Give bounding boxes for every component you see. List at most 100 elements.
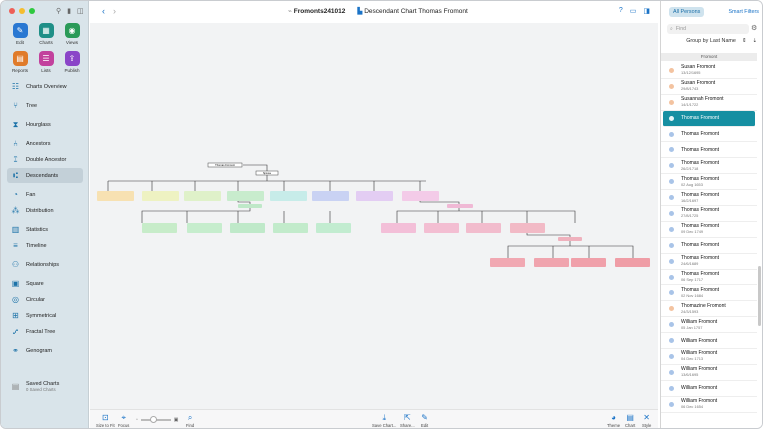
grandchild-box-3[interactable]	[230, 223, 265, 233]
grandchild-spouse-box-1[interactable]	[238, 204, 262, 208]
child-box-4[interactable]	[227, 191, 264, 201]
tool-publish[interactable]: ⇪Publish	[59, 51, 85, 73]
great-grandchild-box-2[interactable]	[534, 258, 569, 267]
great-grandchild-box-3[interactable]	[571, 258, 606, 267]
scrollbar-thumb[interactable]	[758, 266, 761, 326]
child-box-1[interactable]	[97, 191, 134, 201]
sidebar-item-relationships[interactable]: ⚇Relationships	[7, 257, 83, 272]
grandchild-spouse-box-2[interactable]	[447, 204, 473, 208]
tool-views[interactable]: ◉Views	[59, 23, 85, 45]
saved-charts-item[interactable]: ▤ Saved Charts 0 Saved Charts	[7, 377, 83, 395]
grandchild-box-1[interactable]	[142, 223, 177, 233]
link-icon[interactable]: ⚲	[56, 8, 62, 15]
style-button[interactable]: ✕Style	[642, 413, 651, 428]
sidebar-item-timeline[interactable]: ≡Timeline	[7, 238, 83, 253]
tool-reports[interactable]: ▤Reports	[7, 51, 33, 73]
chart-canvas[interactable]: Thomas Fromont Spouse	[90, 23, 658, 409]
child-box-2[interactable]	[142, 191, 179, 201]
group-by-control[interactable]: Group by Last Name ⇕ ⇣	[667, 38, 757, 44]
child-box-3[interactable]	[184, 191, 221, 201]
grandchild-box-8[interactable]	[466, 223, 501, 233]
list-item[interactable]: Thomas Fromont	[661, 127, 757, 143]
great-grandchild-spouse-box[interactable]	[558, 237, 582, 241]
focus-button[interactable]: ⌖Focus	[118, 413, 129, 428]
list-item[interactable]: William Fromont	[661, 333, 757, 350]
great-grandchild-box-1[interactable]	[490, 258, 525, 267]
zoom-window-button[interactable]	[29, 8, 35, 14]
help-icon[interactable]: ?	[618, 7, 623, 14]
grandchild-box-4[interactable]	[273, 223, 308, 233]
inspector-toggle-icon[interactable]: ◨	[643, 8, 650, 15]
sidebar-item-distribution[interactable]: ⁂Distribution	[7, 203, 83, 218]
chart-button[interactable]: ▤Chart	[625, 413, 635, 428]
close-window-button[interactable]	[9, 8, 15, 14]
bookmark-icon[interactable]: ▮	[67, 8, 71, 15]
size-to-fit-button[interactable]: ⊡Size to Fit	[96, 413, 115, 428]
person-list-scrollbar[interactable]	[758, 61, 762, 427]
sidebar-item-square[interactable]: ▣Square	[7, 276, 83, 291]
back-arrow-icon[interactable]: ‹	[102, 6, 105, 16]
person-search[interactable]: ⌕ Find	[667, 24, 749, 34]
list-item[interactable]: Thomas Fromont	[661, 238, 757, 254]
sidebar-item-symmetrical[interactable]: ⊞Symmetrical	[7, 308, 83, 323]
child-box-7[interactable]	[356, 191, 393, 201]
zoom-in-icon[interactable]: ▣	[173, 417, 179, 423]
share-button[interactable]: ⇱Share...	[400, 413, 415, 428]
spouse-box[interactable]	[255, 170, 279, 176]
list-item[interactable]: Thomas Fromont	[661, 142, 757, 159]
grandchild-box-9[interactable]	[510, 223, 545, 233]
group-by-select[interactable]: Group by Last Name	[686, 38, 736, 44]
list-item[interactable]: William Fromont	[661, 381, 757, 397]
sort-icon[interactable]: ⇣	[752, 38, 757, 44]
search-input[interactable]: Find	[675, 26, 686, 32]
child-box-8[interactable]	[402, 191, 439, 201]
tab-all-persons[interactable]: All Persons	[669, 7, 705, 17]
tool-edit[interactable]: ✎Edit	[7, 23, 33, 45]
sidebar-toggle-icon[interactable]: ◫	[77, 8, 84, 15]
child-box-5[interactable]	[270, 191, 307, 201]
tool-lists[interactable]: ☰Lists	[33, 51, 59, 73]
sidebar-item-hourglass[interactable]: ⧗Hourglass	[7, 117, 83, 132]
theme-button[interactable]: ◕Theme	[607, 413, 620, 428]
grandchild-box-2[interactable]	[187, 223, 222, 233]
sidebar-item-ancestors[interactable]: ⑃Ancestors	[7, 136, 83, 151]
sidebar-item-circular[interactable]: ◎Circular	[7, 292, 83, 307]
sidebar-item-tree[interactable]: ⑂Tree	[7, 98, 83, 113]
descendant-chart[interactable]: Thomas Fromont Spouse	[90, 23, 658, 409]
grandchild-box-6[interactable]	[381, 223, 416, 233]
gear-icon[interactable]: ⚙	[751, 25, 758, 32]
great-grandchild-box-4[interactable]	[615, 258, 650, 267]
root-person-box[interactable]	[207, 162, 243, 168]
sidebar-item-charts-overview[interactable]: ☷Charts Overview	[7, 79, 83, 94]
edit-button[interactable]: ✎Edit	[421, 413, 428, 428]
grandchild-box-7[interactable]	[424, 223, 459, 233]
grandchild-box-5[interactable]	[316, 223, 351, 233]
tool-charts[interactable]: ▦Charts	[33, 23, 59, 45]
list-item[interactable]: Thomas Fromont	[663, 110, 755, 127]
window-icon[interactable]: ▭	[629, 8, 637, 15]
forward-arrow-icon[interactable]: ›	[113, 6, 116, 16]
minimize-window-button[interactable]	[19, 8, 25, 14]
sidebar-item-descendants[interactable]: ⑆Descendants	[7, 168, 83, 183]
sidebar-item-fan[interactable]: ◔Fan	[7, 187, 83, 202]
sidebar-item-statistics[interactable]: ▥Statistics	[7, 222, 83, 237]
sidebar-item-genogram[interactable]: ⚭Genogram	[7, 343, 83, 358]
save-chart-button[interactable]: ⤓Save Chart...	[372, 413, 396, 428]
tab-smart-filters[interactable]: Smart Filters	[728, 9, 759, 15]
